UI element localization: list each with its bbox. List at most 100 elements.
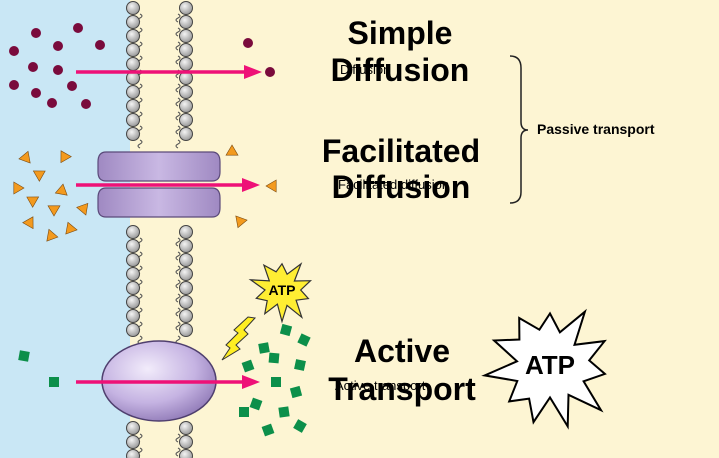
lipid-head (126, 239, 140, 253)
label-active-transport-line2: Transport (328, 371, 476, 407)
lipid-head (179, 1, 193, 15)
lipid-head (126, 43, 140, 57)
lipid-head (179, 267, 193, 281)
active-molecule (261, 423, 275, 437)
active-molecule (249, 397, 263, 411)
lipid-tail (175, 83, 181, 93)
lipid-head (126, 29, 140, 43)
lipid-head (179, 113, 193, 127)
lipid-tail (175, 433, 181, 443)
lipid-head (179, 323, 193, 337)
lipid-tail (175, 293, 181, 303)
facilitated-molecule (76, 202, 89, 216)
lipid-head (179, 43, 193, 57)
lipid-tail (175, 97, 181, 107)
lipid-tail (175, 55, 181, 65)
channel-protein (97, 151, 221, 218)
facilitated-molecule (265, 179, 277, 193)
atp-small-star-icon (248, 262, 313, 324)
lipid-head (179, 29, 193, 43)
lipid-tail (175, 237, 181, 247)
lipid-head (126, 15, 140, 29)
active-molecule (297, 333, 311, 347)
atp-big-star-icon (481, 308, 607, 430)
lipid-tail (175, 13, 181, 23)
facilitated-diffusion-molecules (13, 144, 277, 242)
lipid-bilayer (126, 1, 193, 458)
lightning-bolt-icon (221, 316, 257, 361)
lipid-head (126, 225, 140, 239)
facilitated-molecule (32, 170, 46, 182)
lipid-head (126, 127, 140, 141)
lipid-head (126, 435, 140, 449)
simple-molecule (81, 99, 91, 109)
label-active-transport-line1: Active (353, 333, 451, 369)
lipid-head (179, 253, 193, 267)
lipid-head (179, 57, 193, 71)
lipid-tail (175, 307, 181, 317)
lipid-head (179, 421, 193, 435)
lipid-head (126, 1, 140, 15)
lipid-head (126, 295, 140, 309)
facilitated-molecule (46, 228, 59, 242)
facilitated-molecule (235, 215, 248, 229)
lipid-tail (175, 111, 181, 121)
lipid-head (179, 295, 193, 309)
active-molecule (239, 407, 249, 417)
simple-molecule (53, 65, 63, 75)
lipid-tail (175, 125, 181, 135)
active-molecule (271, 377, 281, 387)
active-molecule (289, 385, 303, 399)
lipid-head (126, 85, 140, 99)
label-atp-big: ATP (524, 350, 576, 380)
lipid-head (179, 309, 193, 323)
simple-molecule (265, 67, 275, 77)
simple-molecule (47, 98, 57, 108)
simple-molecule (53, 41, 63, 51)
lipid-tail (175, 27, 181, 37)
simple-molecule (95, 40, 105, 50)
facilitated-molecule (54, 183, 68, 196)
lipid-head (126, 267, 140, 281)
label-passive-transport: Passive transport (537, 121, 655, 137)
lipid-tail (137, 139, 143, 149)
active-transport-molecules (18, 323, 311, 437)
lipid-tail (175, 447, 181, 457)
simple-diffusion-molecules (9, 23, 275, 109)
lipid-tail (175, 139, 181, 149)
lipid-tail (175, 279, 181, 289)
lipid-head (179, 449, 193, 458)
lipid-head (179, 99, 193, 113)
simple-molecule (9, 80, 19, 90)
active-molecule (268, 352, 280, 364)
lipid-head (179, 85, 193, 99)
lipid-tail (175, 265, 181, 275)
simple-molecule (243, 38, 253, 48)
lipid-head (126, 253, 140, 267)
label-atp-small: ATP (268, 282, 296, 298)
active-molecule (18, 350, 30, 362)
lipid-tail (175, 251, 181, 261)
lipid-head (179, 239, 193, 253)
active-molecule (293, 419, 307, 433)
facilitated-molecule (65, 221, 78, 235)
facilitated-molecule (225, 144, 239, 156)
active-molecule (294, 359, 306, 371)
lipid-head (126, 323, 140, 337)
arrow-simple-diffusion (76, 65, 262, 79)
lipid-head (126, 99, 140, 113)
label-simple-diffusion-small: Diffusion (340, 62, 391, 77)
label-simple-diffusion-line2: Diffusion (330, 52, 470, 88)
label-simple-diffusion-line1: Simple (347, 15, 453, 51)
active-molecule (278, 406, 290, 418)
active-molecule (258, 342, 270, 354)
simple-molecule (31, 88, 41, 98)
arrow-facilitated-diffusion (76, 178, 260, 192)
active-molecule (279, 323, 293, 337)
lipid-head (126, 57, 140, 71)
facilitated-molecule (18, 150, 31, 164)
lipid-head (126, 309, 140, 323)
lipid-tail (175, 41, 181, 51)
lipid-head (126, 113, 140, 127)
